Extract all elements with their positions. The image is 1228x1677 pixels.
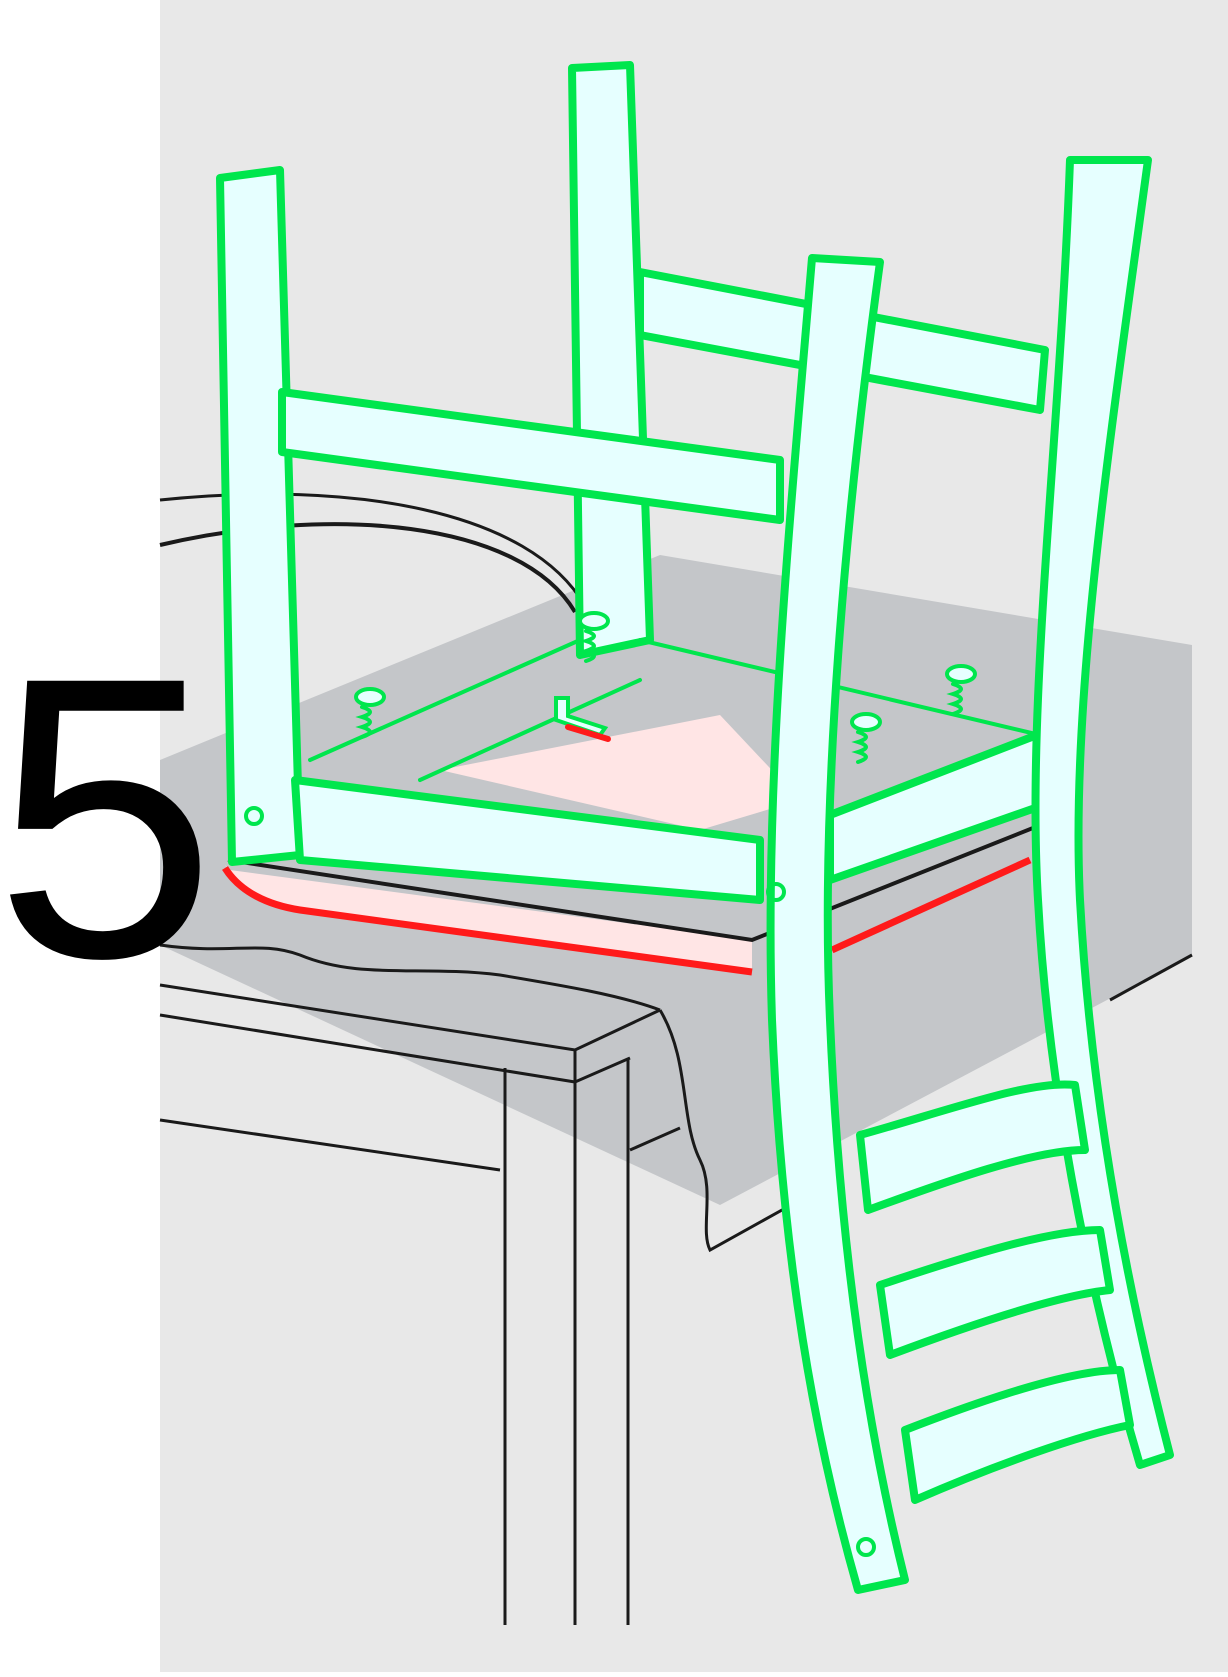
step-number: 5 — [0, 618, 216, 1018]
